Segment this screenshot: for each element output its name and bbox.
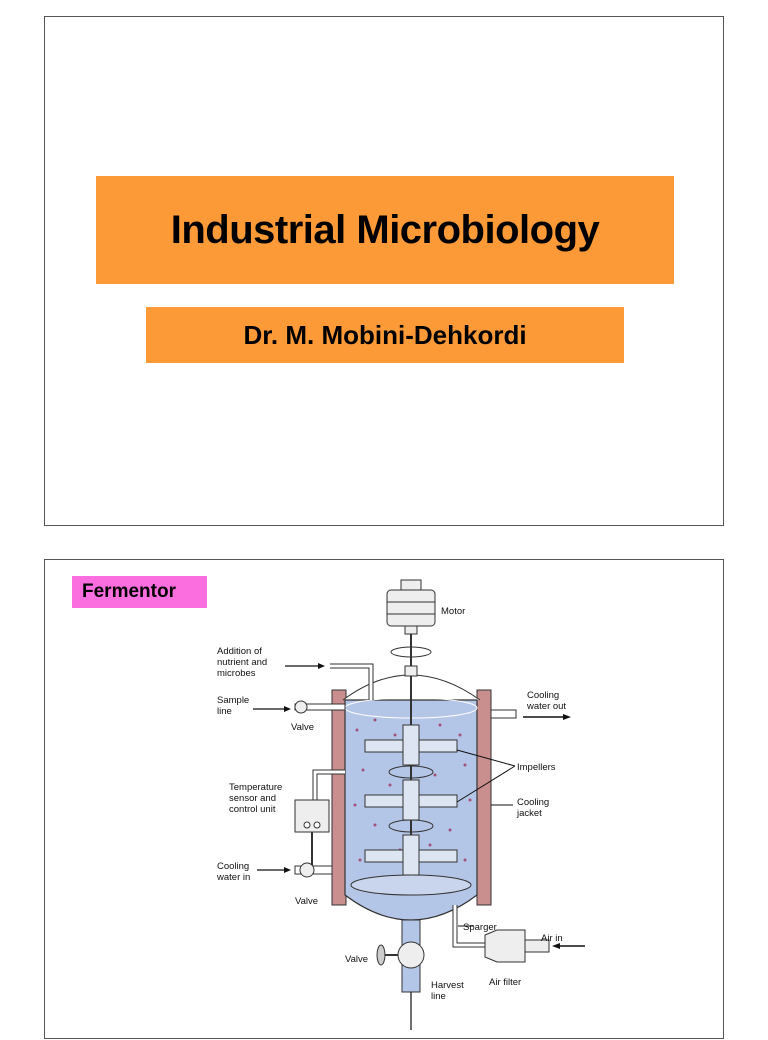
- title-slide: Industrial Microbiology Dr. M. Mobini-De…: [44, 16, 724, 526]
- motor: [386, 579, 436, 677]
- harvest-valve: [397, 941, 425, 969]
- label-addition-2: nutrient and: [217, 657, 267, 668]
- label-harvest-2: line: [431, 991, 446, 1002]
- fermentor-diagram: Motor Addition of nutrient and microbes …: [216, 579, 585, 1030]
- label-cool-out-1: Cooling: [527, 690, 559, 701]
- microbe-dots: [353, 718, 472, 882]
- label-valve-top: Valve: [291, 722, 314, 733]
- cooling-water-outlet: [490, 709, 517, 719]
- temperature-control-unit: [294, 799, 330, 833]
- label-sparger: Sparger: [463, 922, 497, 933]
- label-cool-in-2: water in: [216, 872, 250, 883]
- label-sample-2: line: [217, 706, 232, 717]
- author-name: Dr. M. Mobini-Dehkordi: [243, 319, 527, 350]
- label-addition-1: Addition of: [217, 646, 262, 657]
- label-air-in: Air in: [541, 933, 563, 944]
- cooling-jacket-right: [476, 689, 492, 906]
- cooling-jacket-left: [331, 689, 347, 906]
- label-jacket-2: jacket: [516, 808, 542, 819]
- label-valve-mid: Valve: [295, 896, 318, 907]
- heading-text: Fermentor: [82, 581, 176, 602]
- sample-valve: [294, 700, 308, 714]
- label-temp-2: sensor and: [229, 793, 276, 804]
- label-sample-1: Sample: [217, 695, 249, 706]
- label-temp-1: Temperature: [229, 782, 282, 793]
- title-banner: Industrial Microbiology: [96, 176, 674, 284]
- label-valve-bottom: Valve: [345, 954, 368, 965]
- label-addition-3: microbes: [217, 668, 256, 679]
- label-harvest-1: Harvest: [431, 980, 464, 991]
- slide-heading: Fermentor: [72, 576, 207, 608]
- label-temp-3: control unit: [229, 804, 276, 815]
- impellers: [364, 724, 458, 876]
- label-cool-in-1: Cooling: [217, 861, 249, 872]
- label-motor: Motor: [441, 606, 465, 617]
- sparger-plate: [350, 874, 472, 896]
- fermentor-slide: Fermentor: [44, 559, 724, 1039]
- label-impellers: Impellers: [517, 762, 556, 773]
- label-jacket-1: Cooling: [517, 797, 549, 808]
- slide-title: Industrial Microbiology: [170, 207, 600, 252]
- air-filter: [484, 929, 526, 963]
- cooling-inlet-valve: [299, 862, 315, 878]
- author-banner: Dr. M. Mobini-Dehkordi: [146, 307, 624, 363]
- label-air-filter: Air filter: [489, 977, 521, 988]
- label-cool-out-2: water out: [526, 701, 566, 712]
